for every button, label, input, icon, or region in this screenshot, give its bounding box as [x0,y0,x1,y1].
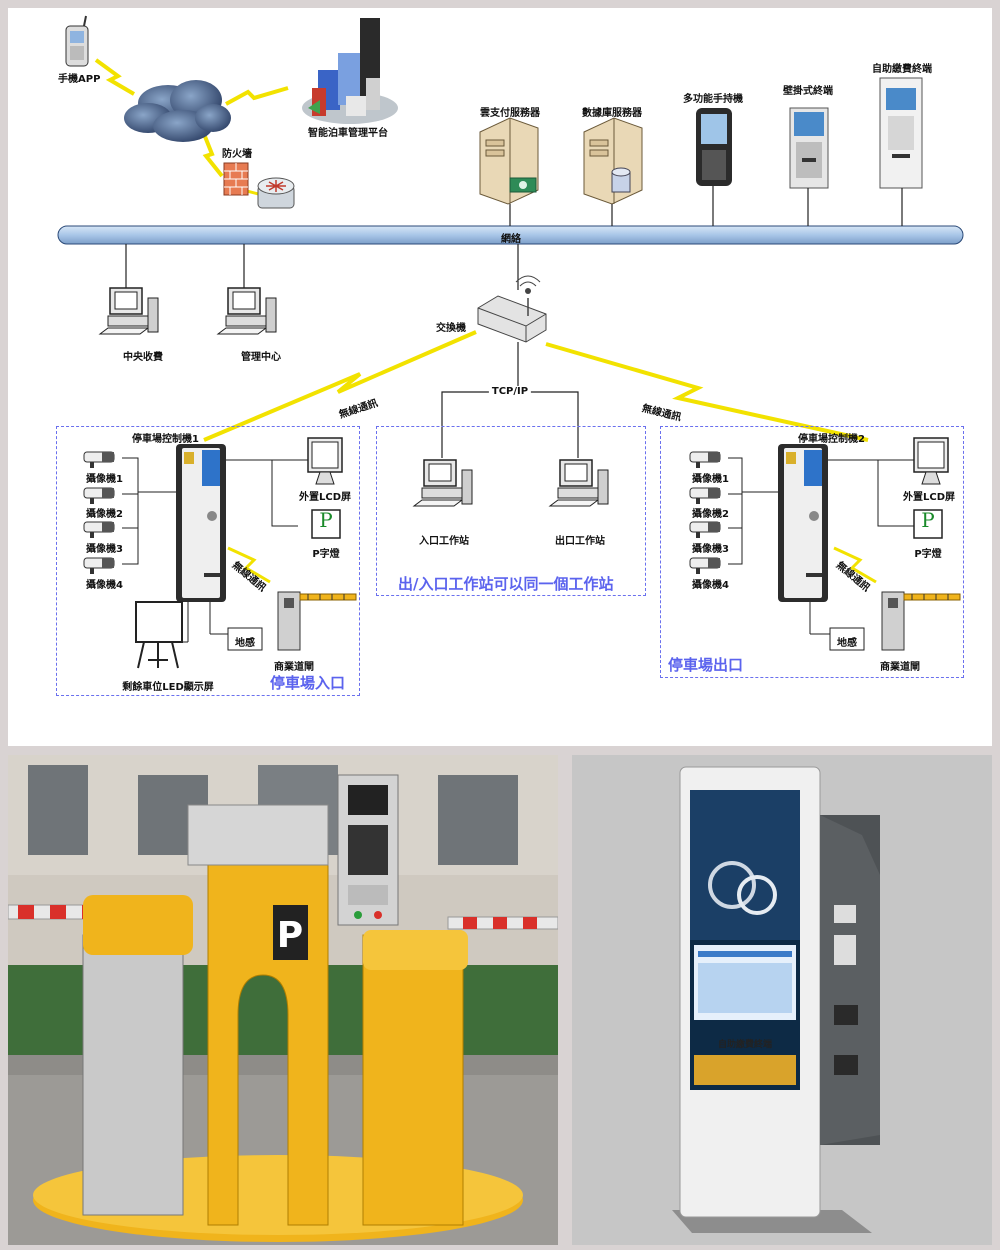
exit-p-symbol: P [921,508,935,532]
diagram-graphics [57,15,964,669]
firewall-icon [223,162,249,196]
entrance-title: 停車場入口 [270,674,346,692]
entrance-p-symbol: P [319,508,333,532]
system-diagram: 手機APP 防火墻 智能泊車管理平台 雲支付服務器 數據庫服務器 多功能手持機 … [8,8,992,746]
exit-camera-4-label: 攝像機4 [692,580,729,591]
handheld-terminal-icon [696,108,732,186]
exit-p-light [913,509,943,539]
barrier-gates-photo: P [8,755,558,1245]
phone-app-label: 手機APP [58,74,101,85]
kiosk-label: 自助繳費終端 [718,1038,772,1050]
entrance-loop-label: 地感 [235,638,255,649]
entrance-camera-3-label: 攝像機3 [86,544,123,555]
network-switch-icon [477,275,547,343]
exit-camera-2-label: 攝像機2 [692,509,729,520]
entrance-camera-2-label: 攝像機2 [86,509,123,520]
entrance-camera-1-label: 攝像機1 [86,474,123,485]
management-center-pc-icon [217,287,277,335]
self-pay-terminal-label: 自助繳費終端 [872,64,932,75]
entrance-p-light [311,509,341,539]
tcpip-label: TCP/IP [488,386,532,397]
exit-loop-label: 地感 [837,638,857,649]
payment-kiosk-photo: 自助繳費終端 [572,755,992,1245]
central-charge-pc-icon [99,287,159,335]
buildings-icon [302,18,398,124]
exit-title: 停車場出口 [668,656,744,674]
entrance-equipment [83,437,357,669]
cloud-payment-server-icon [479,117,539,205]
workstation-group-box [376,426,646,596]
left-photo-p-sign: P [277,915,303,956]
exit-group-box [660,426,964,678]
platform-label: 智能泊車管理平台 [308,128,388,139]
router-icon [257,177,295,209]
mobile-phone-icon [65,15,89,67]
exit-controller-label: 停車場控制機2 [798,434,865,445]
entrance-group-box [56,426,360,696]
exit-camera-3-label: 攝像機3 [692,544,729,555]
entrance-lcd-label: 外置LCD屏 [298,492,352,503]
barrier-gates-illustration: P [8,755,558,1245]
database-server-label: 數據庫服務器 [582,108,642,119]
cloud-pay-server-label: 雲支付服務器 [480,108,540,119]
exit-lcd-label: 外置LCD屏 [902,492,956,503]
firewall-label: 防火墻 [222,149,252,160]
exit-p-light-label: P字燈 [914,549,942,560]
entrance-controller-label: 停車場控制機1 [132,434,199,445]
workstation-note: 出/入口工作站可以同一個工作站 [398,575,614,593]
database-server-icon [583,117,643,205]
exit-workstation-label: 出口工作站 [555,536,605,547]
entry-workstation-label: 入口工作站 [419,536,469,547]
network-label: 網絡 [501,234,521,245]
led-display-label: 剩餘車位LED顯示屏 [122,682,214,693]
wall-terminal-icon [789,107,829,189]
central-charge-label: 中央收費 [123,352,163,363]
internet-cloud-icon [124,80,231,142]
self-payment-kiosk-icon [879,77,923,189]
exit-barrier-label: 商業道閘 [880,662,920,673]
management-center-label: 管理中心 [241,352,281,363]
exit-camera-1-label: 攝像機1 [692,474,729,485]
exit-equipment [689,437,961,651]
wall-terminal-label: 壁掛式終端 [783,86,833,97]
handheld-label: 多功能手持機 [683,94,743,105]
entrance-camera-4-label: 攝像機4 [86,580,123,591]
entrance-barrier-label: 商業道閘 [274,662,314,673]
entrance-p-light-label: P字燈 [312,549,340,560]
switch-label: 交換機 [436,323,466,334]
payment-kiosk-illustration: 自助繳費終端 [572,755,992,1245]
